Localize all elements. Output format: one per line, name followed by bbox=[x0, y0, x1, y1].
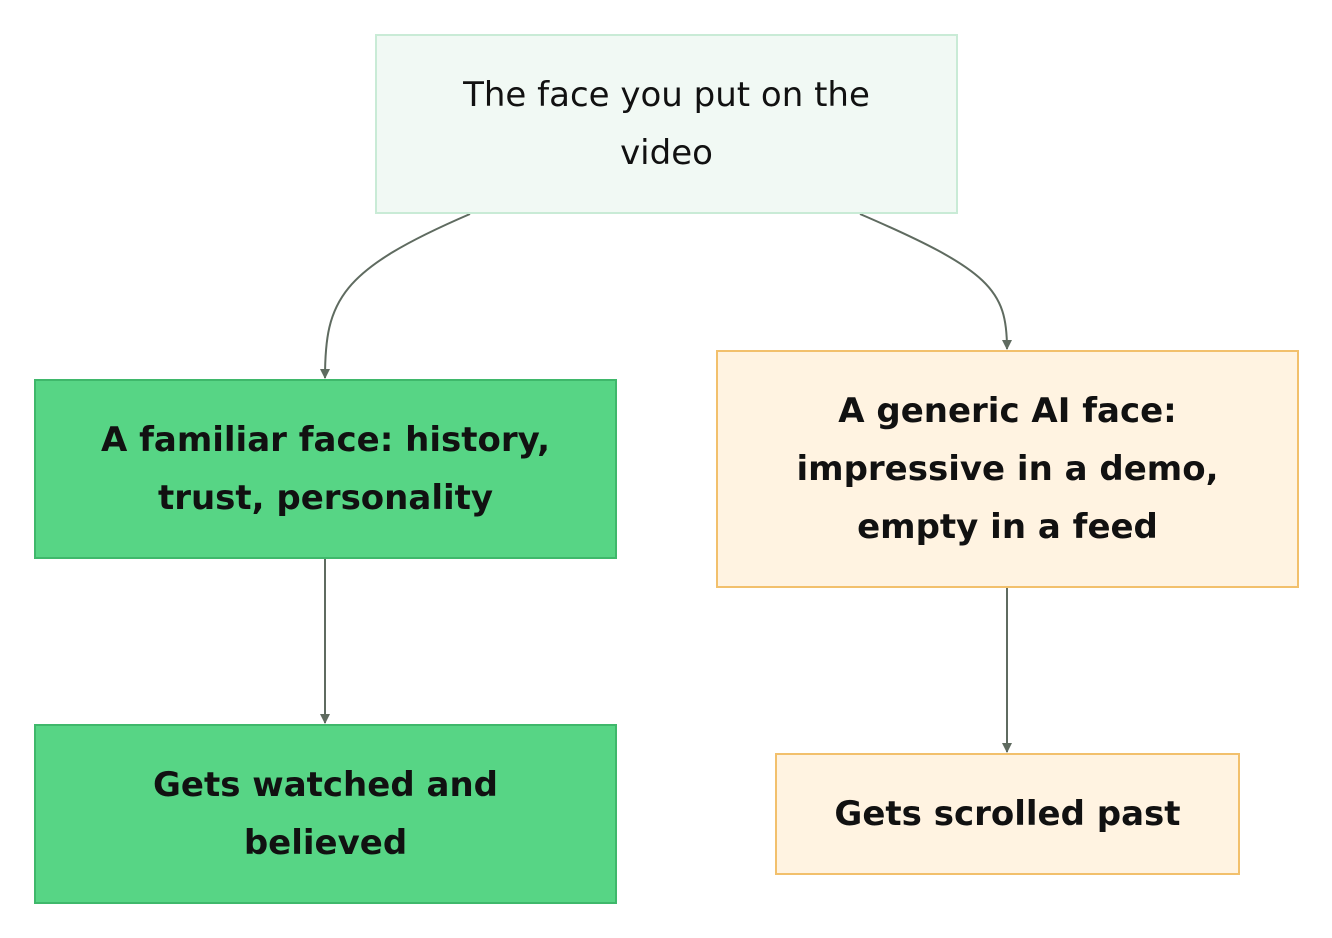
familiar-face-node-label: A familiar face: history, trust, persona… bbox=[100, 420, 551, 518]
scrolled-past-node-label: Gets scrolled past bbox=[834, 794, 1181, 834]
watched-node: Gets watched and believed bbox=[34, 724, 617, 904]
generic-ai-face-node-label: A generic AI face: impressive in a demo,… bbox=[796, 391, 1219, 547]
generic-ai-face-node: A generic AI face: impressive in a demo,… bbox=[716, 350, 1299, 588]
root-node: The face you put on the video bbox=[375, 34, 958, 214]
root-node-label: The face you put on the video bbox=[463, 75, 870, 173]
familiar-face-node: A familiar face: history, trust, persona… bbox=[34, 379, 617, 559]
watched-node-label: Gets watched and believed bbox=[153, 765, 498, 863]
scrolled-past-node: Gets scrolled past bbox=[775, 753, 1240, 875]
edge-root-to-familiar bbox=[320, 213, 471, 379]
edge-root-to-generic bbox=[859, 213, 1012, 350]
